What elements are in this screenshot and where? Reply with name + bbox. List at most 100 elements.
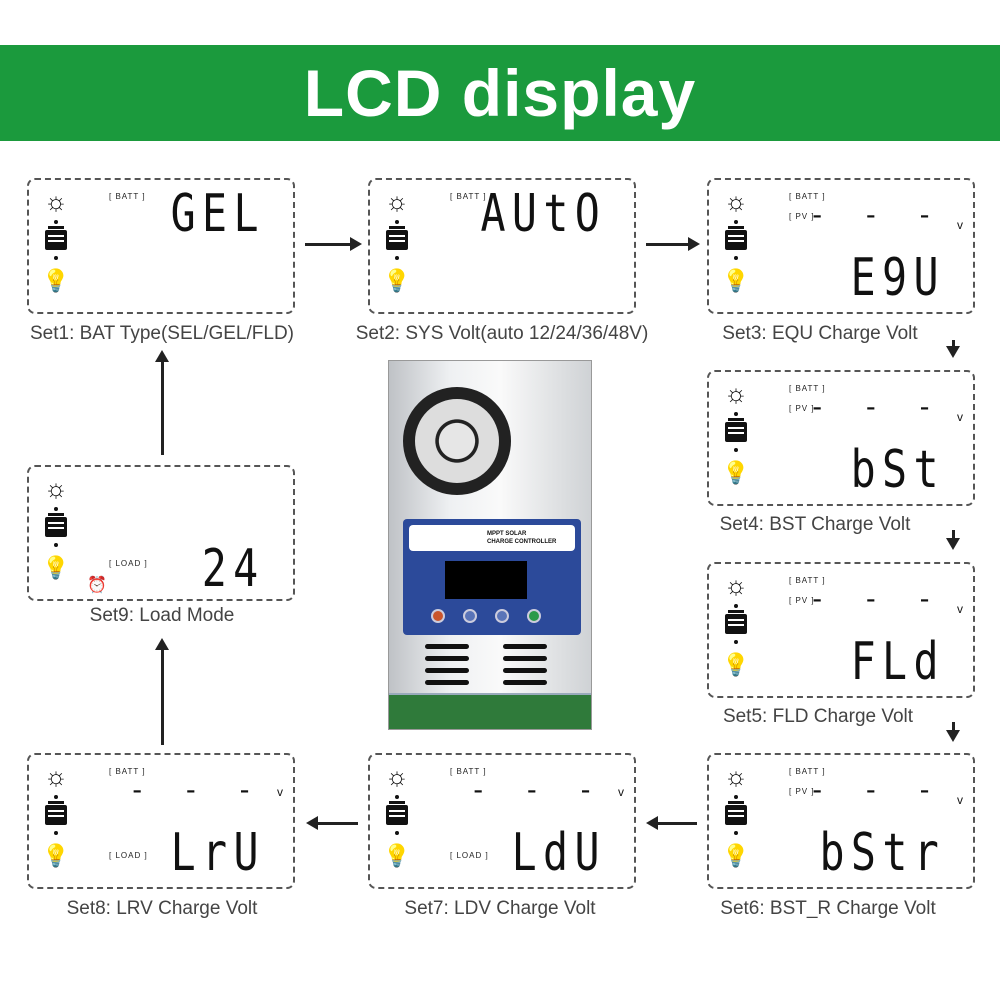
front-plate: MPPT SOLAR CHARGE CONTROLLER [403, 519, 581, 635]
voltage-dashes: - - - [808, 582, 943, 615]
charge-controller-image: MPPT SOLAR CHARGE CONTROLLER [388, 360, 592, 730]
arrow-head-icon [155, 638, 169, 650]
volt-unit: v [957, 410, 963, 424]
battery-icon [725, 226, 747, 250]
flow-arrow [160, 648, 164, 745]
dot [395, 256, 399, 260]
vent [425, 656, 469, 661]
voltage-dashes: - - - [808, 198, 943, 231]
battery-icon [725, 418, 747, 442]
lcd-value: AUtO [480, 184, 606, 244]
sun-icon: ☼ [385, 761, 409, 791]
load-tag: [ LOAD ] [109, 851, 148, 860]
device-screen [445, 561, 527, 599]
dot [54, 507, 58, 511]
dot [54, 543, 58, 547]
dot [395, 831, 399, 835]
arrow-head-icon [306, 816, 318, 830]
bulb-icon: 💡 [722, 843, 750, 868]
sun-icon: ☼ [44, 761, 68, 791]
batt-tag: [ BATT ] [109, 192, 146, 201]
battery-icon [45, 226, 67, 250]
dot [734, 640, 738, 644]
lcd-value: FLd [850, 632, 945, 692]
caption-set4: Set4: BST Charge Volt [719, 514, 911, 535]
arrow-head-icon [946, 730, 960, 742]
caption-set3: Set3: EQU Charge Volt [722, 323, 918, 344]
pv-tag: [ PV ] [789, 212, 815, 221]
batt-tag: [ BATT ] [109, 767, 146, 776]
voltage-dashes: - - - [469, 773, 604, 806]
dot [734, 795, 738, 799]
vent [503, 680, 547, 685]
vent [425, 644, 469, 649]
batt-tag: [ BATT ] [789, 767, 826, 776]
esc-button-icon [431, 609, 445, 623]
dot [54, 220, 58, 224]
down-button-icon [495, 609, 509, 623]
caption-set7: Set7: LDV Charge Volt [404, 898, 596, 919]
batt-tag: [ BATT ] [450, 192, 487, 201]
lcd-value: E9U [850, 248, 945, 308]
volt-unit: v [957, 602, 963, 616]
lcd-value: bSt [850, 440, 945, 500]
flow-arrow [951, 722, 955, 732]
pv-tag: [ PV ] [789, 787, 815, 796]
status-icons: ☼ 💡 [39, 473, 73, 595]
status-icons: ☼ 💡 [39, 761, 73, 883]
batt-tag: [ BATT ] [789, 384, 826, 393]
flow-arrow [316, 821, 358, 825]
terminal-block [389, 693, 591, 729]
batt-tag: [ BATT ] [789, 576, 826, 585]
dot [54, 256, 58, 260]
volt-unit: v [618, 785, 624, 799]
dot [395, 795, 399, 799]
vent [425, 680, 469, 685]
bulb-icon: 💡 [42, 268, 70, 293]
fan-icon [403, 387, 511, 495]
bulb-icon: 💡 [722, 460, 750, 485]
lcd-panel-set2: ☼ 💡[ BATT ]AUtO [368, 178, 636, 314]
battery-icon [725, 801, 747, 825]
caption-set2: Set2: SYS Volt(auto 12/24/36/48V) [355, 323, 649, 344]
dot [734, 220, 738, 224]
voltage-dashes: - - - [808, 390, 943, 423]
device-label: MPPT SOLAR CHARGE CONTROLLER [409, 525, 575, 551]
status-icons: ☼ 💡 [719, 186, 753, 308]
bulb-icon: 💡 [42, 555, 70, 580]
lcd-panel-set9: ☼ 💡 [ LOAD ]⏰ 24 [27, 465, 295, 601]
caption-set1: Set1: BAT Type(SEL/GEL/FLD) [29, 323, 295, 344]
sun-icon: ☼ [724, 378, 748, 408]
dot [734, 831, 738, 835]
bulb-icon: 💡 [722, 652, 750, 677]
status-icons: ☼ 💡 [39, 186, 73, 308]
volt-unit: v [277, 785, 283, 799]
sun-icon: ☼ [44, 186, 68, 216]
dot [54, 795, 58, 799]
sun-icon: ☼ [44, 473, 68, 503]
dot [395, 220, 399, 224]
load-tag: [ LOAD ] [109, 559, 148, 568]
dot [734, 412, 738, 416]
arrow-head-icon [946, 538, 960, 550]
caption-set6: Set6: BST_R Charge Volt [720, 898, 936, 919]
arrow-head-icon [155, 350, 169, 362]
lcd-value: LdU [511, 823, 606, 883]
vent [503, 656, 547, 661]
lcd-value: 24 [202, 539, 265, 599]
dot [734, 256, 738, 260]
clock-icon: ⏰ [87, 577, 107, 594]
bulb-icon: 💡 [383, 268, 411, 293]
caption-set8: Set8: LRV Charge Volt [66, 898, 258, 919]
lcd-panel-set1: ☼ 💡[ BATT ]GEL [27, 178, 295, 314]
device-label-line2: CHARGE CONTROLLER [487, 539, 557, 545]
caption-set5: Set5: FLD Charge Volt [722, 706, 914, 727]
sun-icon: ☼ [724, 570, 748, 600]
voltage-dashes: - - - [808, 773, 943, 806]
